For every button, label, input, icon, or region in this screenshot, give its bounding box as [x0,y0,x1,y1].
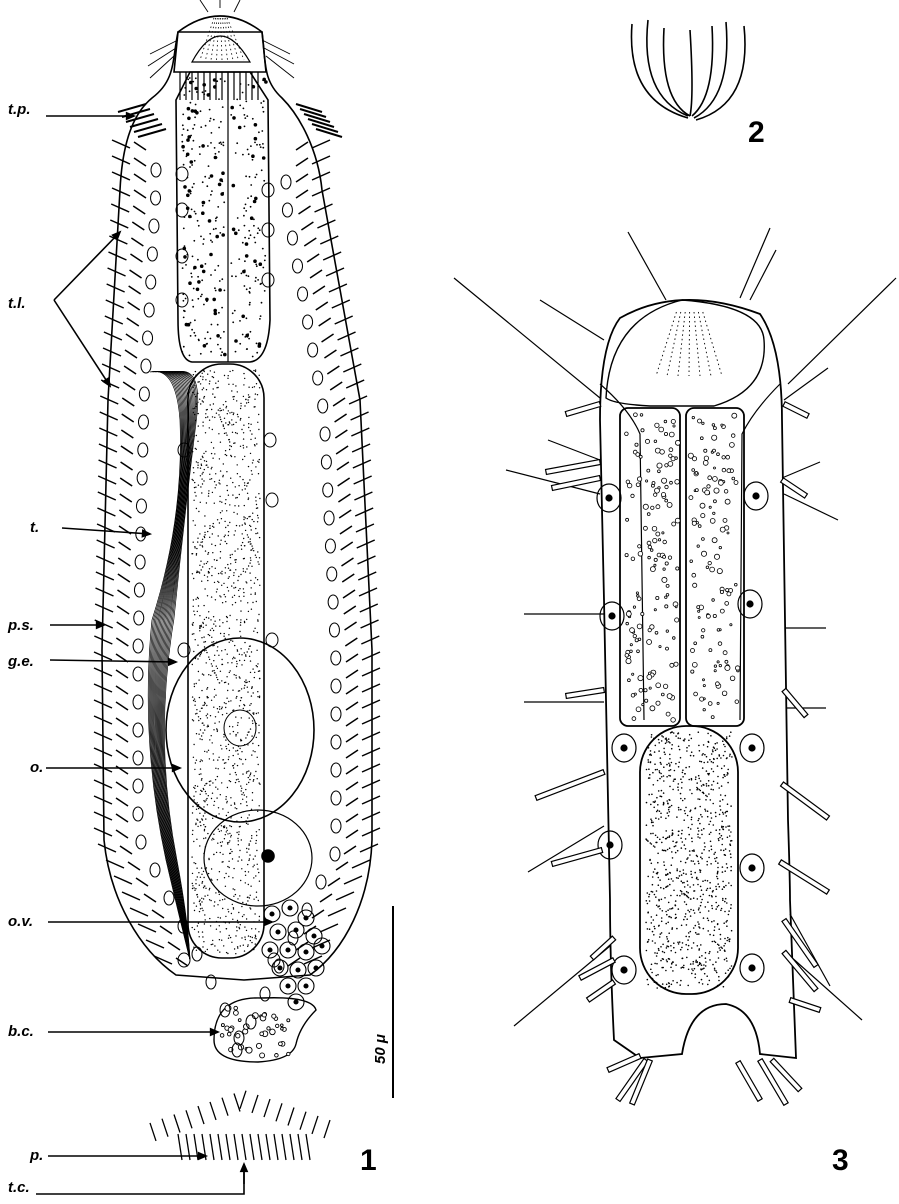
figure-3-gastrotrich [454,228,896,1105]
fig3-head [606,300,764,406]
fig1-head-cap [174,16,266,72]
label-tc: t.c. [8,1180,30,1195]
label-ps: p.s. [8,618,34,633]
label-bc: b.c. [8,1024,34,1039]
figure-3-number: 3 [832,1146,849,1176]
label-tp: t.p. [8,102,31,117]
figure-1-number: 1 [360,1146,377,1176]
label-tl: t.l. [8,296,26,311]
label-o: o. [30,760,43,775]
fig1-testis-fibres [148,371,198,960]
label-t: t. [30,520,39,535]
label-ov: o.v. [8,914,33,929]
fig1-head-fan [192,36,250,62]
scale-bar-label: 50 μ [372,1034,389,1064]
fig3-pharynx-right [686,408,744,726]
figure-1-gastrotrich [94,0,380,1160]
figure-2-cirri-tuft [631,20,745,120]
fig1-second-ovum [204,810,312,906]
figure-2-number: 2 [748,118,765,148]
fig1-intestine [188,364,264,958]
fig1-egg-cluster [262,900,330,1010]
fig1-body-outline [102,32,372,980]
label-p: p. [30,1148,43,1163]
label-ge: g.e. [8,654,34,669]
